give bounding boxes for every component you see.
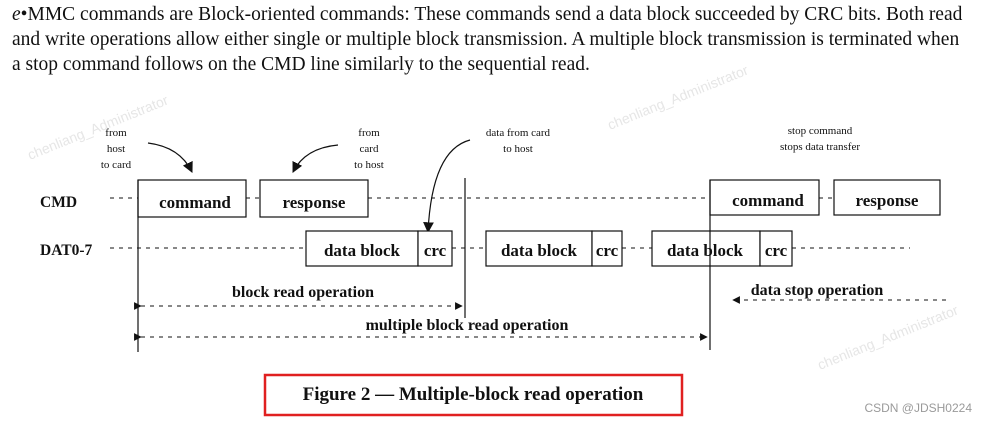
faint-watermark: chenliang_Administrator	[25, 92, 171, 163]
svg-text:from: from	[358, 127, 380, 139]
dat-crc-3: crc	[759, 230, 793, 267]
svg-text:command: command	[159, 193, 231, 212]
multiple-block-read-label: multiple block read operation	[366, 317, 569, 334]
intro-paragraph: e•MMC commands are Block-oriented comman…	[12, 2, 972, 77]
cmd-command-box-1: command	[137, 179, 247, 218]
svg-text:crc: crc	[596, 241, 619, 260]
svg-text:data block: data block	[667, 241, 744, 260]
svg-text:response: response	[283, 193, 346, 212]
data-stop-label: data stop operation	[751, 282, 884, 299]
annotation-from-card: from card to host	[354, 127, 384, 171]
dat-data-block-2: data block	[485, 230, 593, 267]
svg-text:command: command	[732, 191, 804, 210]
paragraph-text: •MMC commands are Block-oriented command…	[12, 4, 963, 75]
svg-text:data from card: data from card	[486, 127, 551, 139]
svg-text:to host: to host	[503, 143, 533, 155]
block-read-label: block read operation	[232, 284, 374, 301]
from-host-arrow	[147, 142, 193, 173]
from-card-arrow	[292, 144, 339, 173]
cmd-response-box-1: response	[259, 179, 369, 218]
cmd-command-box-2: command	[709, 179, 820, 216]
csdn-watermark: CSDN @JDSH0224	[864, 401, 972, 415]
signal-label-dat: DAT0-7	[40, 242, 92, 259]
dat-crc-1: crc	[417, 230, 453, 267]
annotation-stop-command: stop command stops data transfer	[780, 125, 860, 153]
annotation-from-host: from host to card	[101, 127, 132, 171]
dat-crc-2: crc	[591, 230, 623, 267]
svg-text:stops data transfer: stops data transfer	[780, 141, 860, 153]
svg-text:crc: crc	[765, 241, 788, 260]
paragraph-lead-letter: e	[12, 4, 21, 25]
svg-text:data block: data block	[501, 241, 578, 260]
svg-text:card: card	[360, 143, 379, 155]
faint-watermark: chenliang_Administrator	[605, 62, 751, 133]
data-from-card-arrow	[423, 139, 471, 234]
annotation-data-from-card: data from card to host	[486, 127, 551, 155]
svg-text:from: from	[105, 127, 127, 139]
svg-text:to card: to card	[101, 159, 132, 171]
figure-caption: Figure 2 — Multiple-block read operation	[263, 373, 684, 417]
dat-data-block-3: data block	[651, 230, 761, 267]
svg-text:crc: crc	[424, 241, 447, 260]
figure-caption-text: Figure 2 — Multiple-block read operation	[303, 384, 644, 405]
svg-text:response: response	[856, 191, 919, 210]
svg-text:to host: to host	[354, 159, 384, 171]
cmd-response-box-2: response	[833, 179, 941, 216]
svg-text:stop command: stop command	[788, 125, 853, 137]
svg-text:data block: data block	[324, 241, 401, 260]
dat-data-block-1: data block	[305, 230, 419, 267]
svg-text:host: host	[107, 143, 125, 155]
signal-label-cmd: CMD	[40, 194, 77, 211]
faint-watermark: chenliang_Administrator	[815, 302, 961, 373]
